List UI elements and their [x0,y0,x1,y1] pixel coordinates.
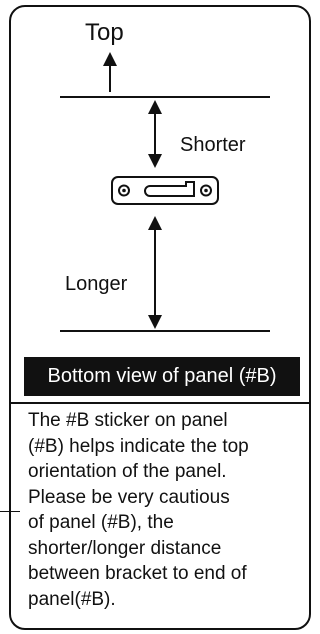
longer-distance-arrow [148,216,162,329]
section-divider [9,402,311,404]
bracket-icon [111,176,219,205]
description-text: The #B sticker on panel (#B) helps indic… [28,408,306,612]
description-line: (#B) helps indicate the top [28,435,249,457]
leader-line [0,511,20,512]
longer-label: Longer [65,273,128,295]
description-line: panel(#B). [28,588,116,610]
shorter-distance-arrow [148,100,162,168]
diagram-caption: Bottom view of panel (#B) [24,357,300,396]
description-line: between bracket to end of [28,563,247,584]
description-line: The #B sticker on panel [28,410,228,431]
description-line: orientation of the panel. [28,461,227,482]
shorter-label: Shorter [180,134,246,156]
top-label: Top [85,19,124,46]
description-line: shorter/longer distance [28,537,222,559]
top-arrow [103,52,117,92]
description-line: of panel (#B), the [28,512,174,533]
description-line: Please be very cautious [28,486,230,508]
